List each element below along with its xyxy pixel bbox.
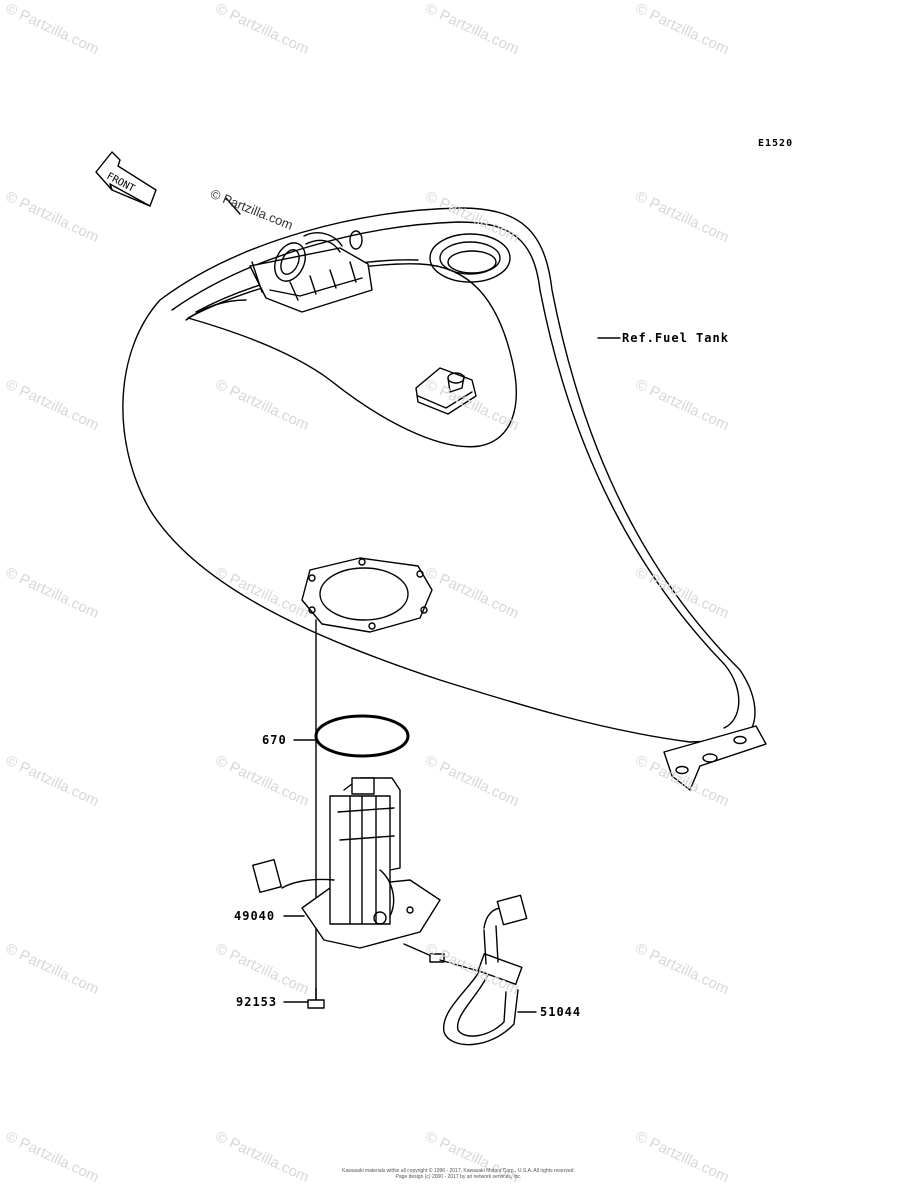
bolt-92153 <box>283 987 325 1009</box>
stamp-leader <box>225 197 241 215</box>
diagram-code: E1520 <box>758 138 794 149</box>
part-label-51044[interactable]: 51044 <box>540 1005 582 1019</box>
fuel-pump-assembly-49040 <box>252 777 445 963</box>
fuel-hose-51044 <box>439 894 537 1046</box>
copyright-notice: Kawasaki materials within all copyright … <box>250 1168 667 1180</box>
fuel-tank <box>122 207 767 791</box>
vent-hose-assembly <box>185 230 373 321</box>
part-label-670[interactable]: 670 <box>262 733 287 747</box>
tank-top-mount <box>415 367 477 415</box>
pump-opening-flange <box>301 557 433 633</box>
part-label-92153[interactable]: 92153 <box>236 995 278 1009</box>
front-arrow-icon: FRONT <box>95 151 157 207</box>
part-label-ref-fuel-tank[interactable]: Ref.Fuel Tank <box>622 331 729 345</box>
copyright-line: Page design (c) 2000 - 2017 by ari netwo… <box>395 1174 522 1180</box>
part-label-49040[interactable]: 49040 <box>234 909 276 923</box>
copyright-line: Kawasaki materials within all copyright … <box>342 1168 575 1174</box>
fuel-cap-ring <box>429 233 511 283</box>
o-ring-670 <box>293 714 410 758</box>
